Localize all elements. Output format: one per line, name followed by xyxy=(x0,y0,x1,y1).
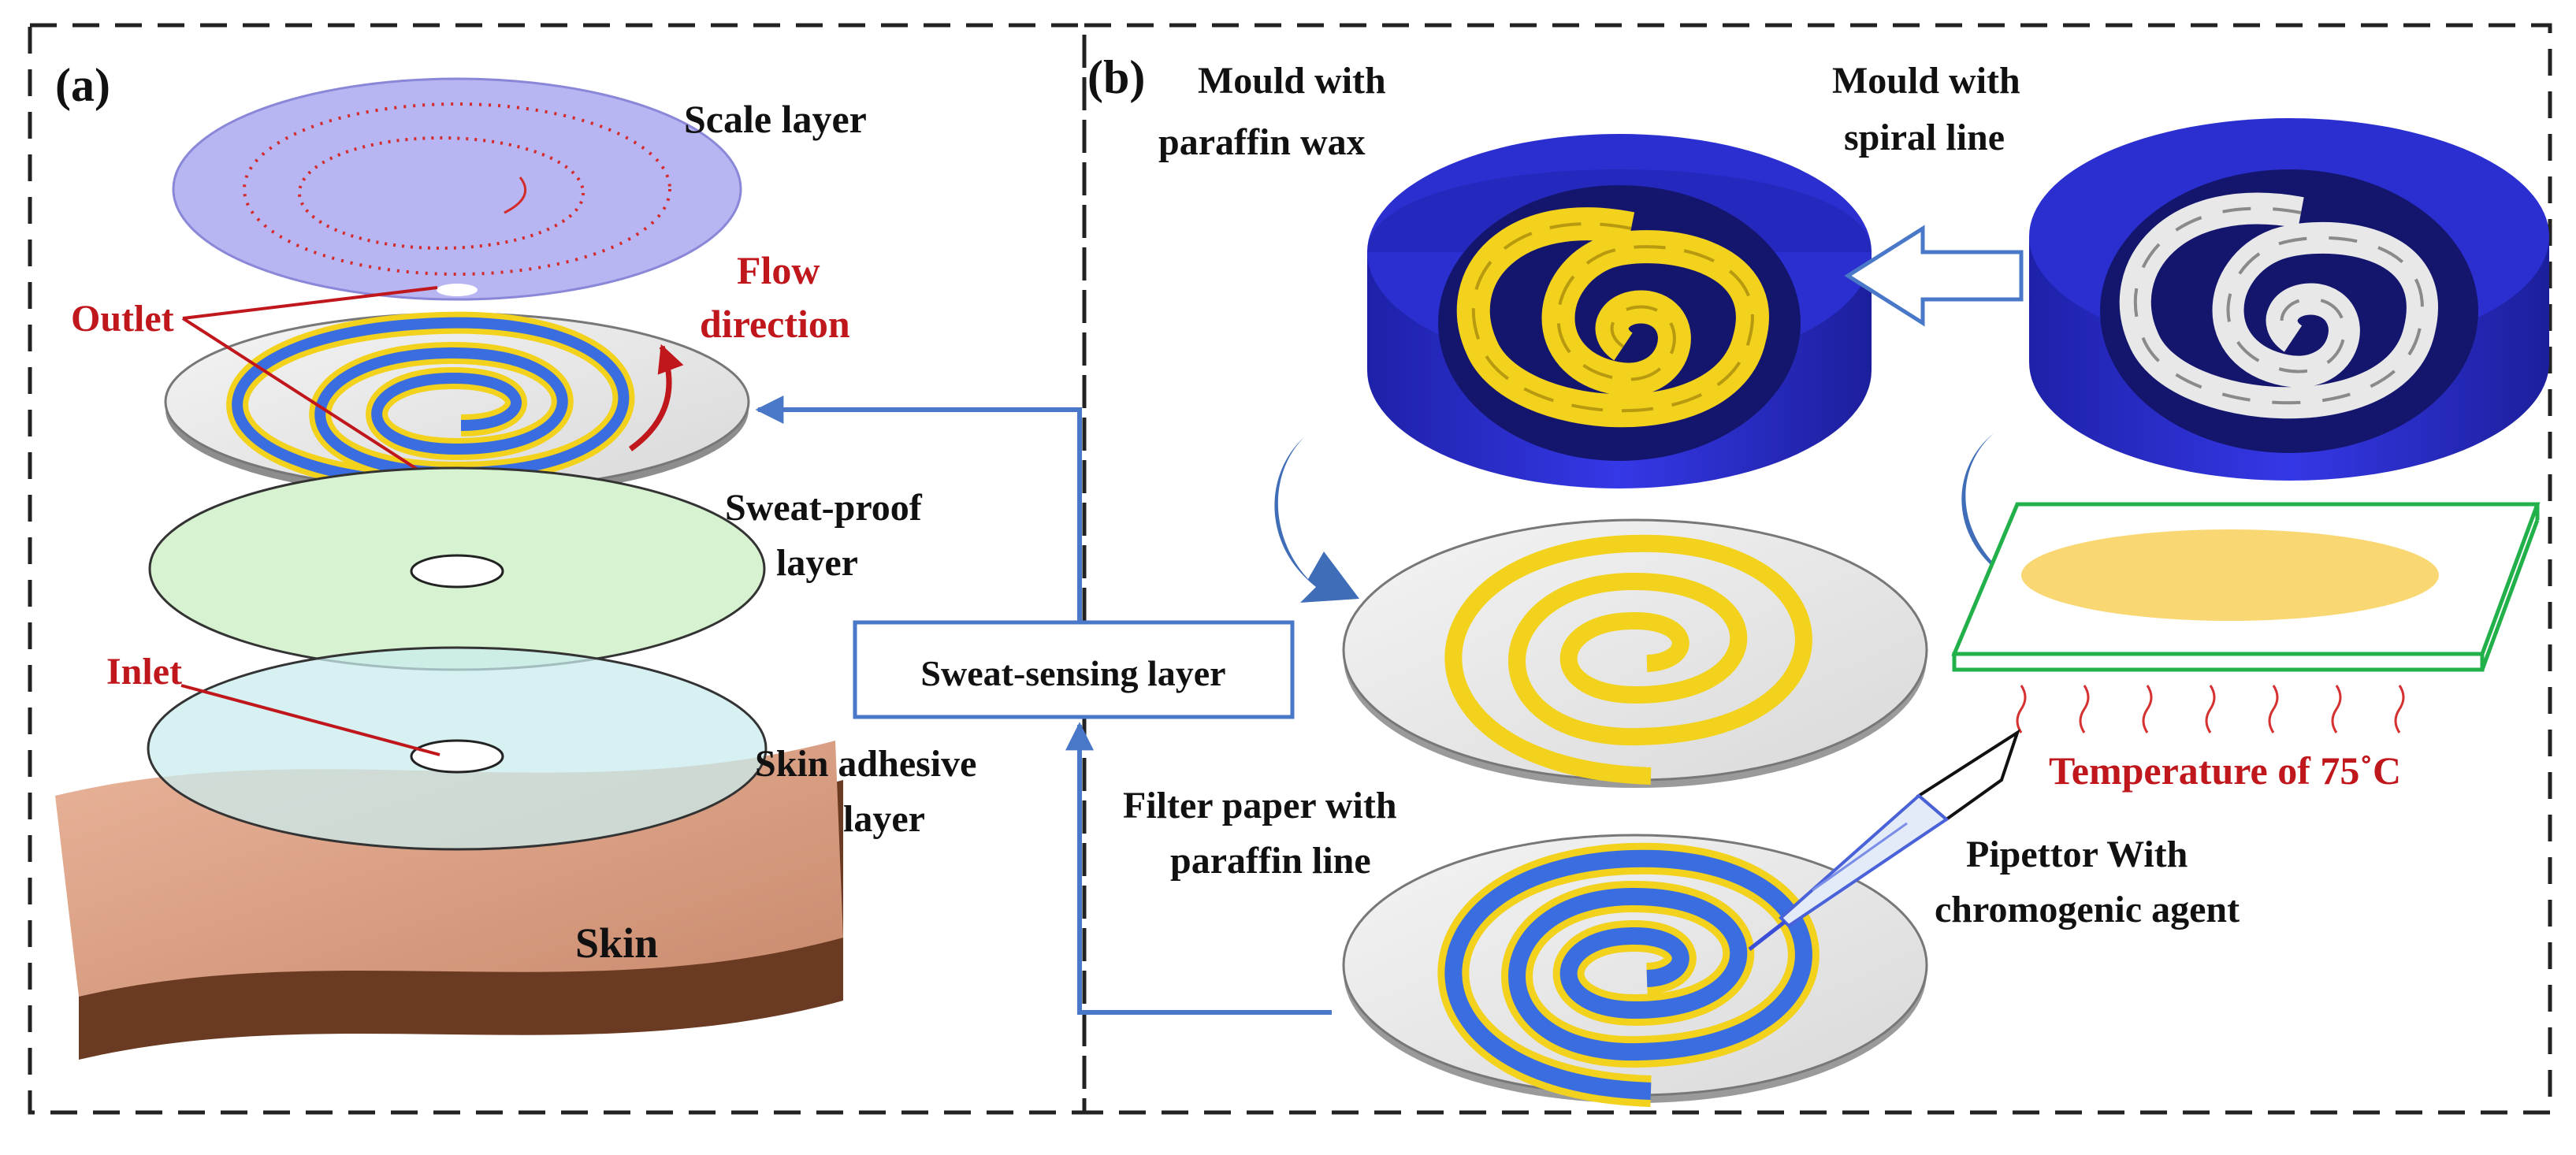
filter-paper-line2: paraffin line xyxy=(1170,840,1371,882)
outlet-pointer xyxy=(182,286,438,320)
mould-wax-line1: Mould with xyxy=(1198,60,1386,102)
mould-spiral-line xyxy=(2029,118,2549,481)
skin-adhesive-line2: layer xyxy=(843,798,925,840)
mould-spiral-line1: Mould with xyxy=(1832,60,2020,102)
heat-waves xyxy=(2016,685,2405,733)
panel-frames xyxy=(28,23,2552,1115)
flow-direction-line1: Flow xyxy=(737,248,820,292)
sweat-proof-line1: Sweat-proof xyxy=(725,487,923,529)
panel-b-frame xyxy=(1082,23,2552,1115)
hollow-arrow-left xyxy=(1844,225,2024,327)
flow-direction-arrow xyxy=(628,344,684,451)
scale-layer-label: Scale layer xyxy=(684,97,867,141)
inlet-label: Inlet xyxy=(106,651,182,693)
skin-adhesive-line1: Skin adhesive xyxy=(755,743,976,785)
panel-b-label: (b) xyxy=(1087,51,1145,103)
sweat-proof-line2: layer xyxy=(776,542,858,584)
filter-paper-dyed xyxy=(1342,834,1928,1107)
arrow-from-filter-paper xyxy=(1065,722,1332,1015)
sweat-sensing-box xyxy=(853,620,1295,719)
sweat-sensing-callout: Sweat-sensing layer xyxy=(755,396,1332,1015)
panel-a-label: (a) xyxy=(55,59,110,111)
filter-paper-line1: Filter paper with xyxy=(1123,785,1397,826)
arrow-to-sensing-disc xyxy=(755,396,1082,622)
sweat-sensing-label: Sweat-sensing layer xyxy=(920,653,1225,693)
curved-arrow-left xyxy=(1274,437,1359,603)
outlet-pointer-2 xyxy=(181,317,439,484)
outlet-label: Outlet xyxy=(71,298,174,340)
mould-wax-line2: paraffin wax xyxy=(1158,121,1366,163)
pipettor-line2: chromogenic agent xyxy=(1935,889,2240,930)
flow-direction-line2: direction xyxy=(700,302,850,346)
curved-arrow-right xyxy=(1961,433,2041,587)
heater-plate xyxy=(1951,502,2541,672)
scale-layer xyxy=(172,77,742,301)
mould-paraffin-wax xyxy=(1367,134,1872,488)
pipettor-line1: Pipettor With xyxy=(1966,834,2188,875)
filter-paper-paraffin xyxy=(1342,518,1928,788)
sensing-disc xyxy=(164,311,750,498)
panel-a: (a) Scale layer Outlet Flow direction Sw xyxy=(55,59,976,1060)
inlet-pointer xyxy=(180,684,440,756)
mould-spiral-line2: spiral line xyxy=(1844,117,2005,158)
skin-label: Skin xyxy=(575,919,658,967)
pipettor xyxy=(1748,729,2020,951)
panel-b: (b) Mould with paraffin wax Mould with s… xyxy=(1087,51,2549,1107)
sweat-proof-layer xyxy=(148,466,766,671)
temperature-label: Temperature of 75˚C xyxy=(2049,748,2401,793)
skin-adhesive-layer xyxy=(147,646,768,851)
